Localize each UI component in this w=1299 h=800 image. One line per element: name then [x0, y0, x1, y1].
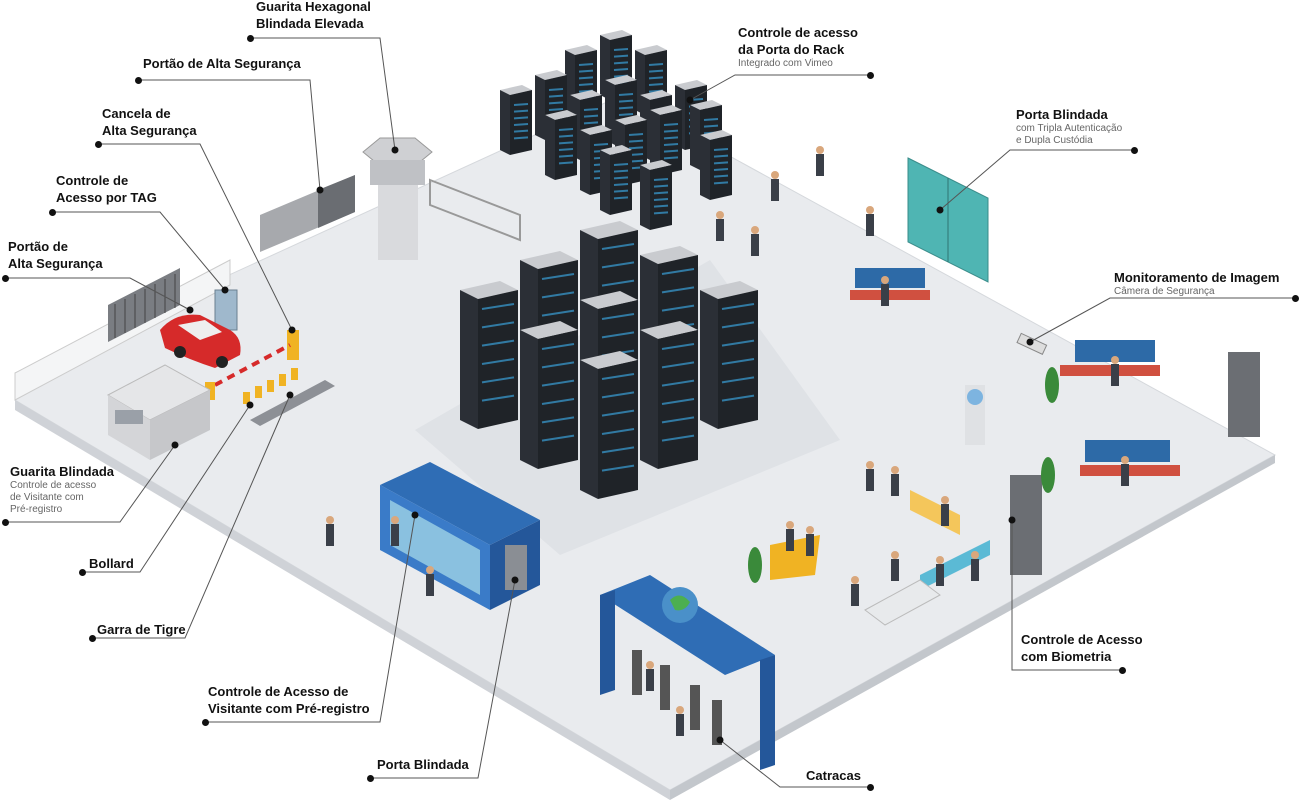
label-title: Cancela de Alta Segurança — [102, 105, 197, 139]
dot-catracas — [867, 784, 874, 791]
person — [936, 556, 944, 586]
person — [806, 526, 814, 556]
server-rack — [500, 85, 532, 155]
label-monitoramento: Monitoramento de Imagem Câmera de Segura… — [1114, 269, 1279, 298]
label-catracas: Catracas — [806, 767, 861, 784]
person — [786, 521, 794, 551]
person — [866, 461, 874, 491]
label-title: Garra de Tigre — [97, 621, 186, 638]
dot-portao-1 — [135, 77, 142, 84]
dot-guarita-blindada — [2, 519, 9, 526]
label-portao-alta-1: Portão de Alta Segurança — [143, 55, 301, 72]
dot-biometria — [1119, 667, 1126, 674]
person — [751, 226, 759, 256]
person — [881, 276, 889, 306]
label-bollard: Bollard — [89, 555, 134, 572]
person — [941, 496, 949, 526]
person — [891, 466, 899, 496]
person — [426, 566, 434, 596]
person — [891, 551, 899, 581]
server-rack — [640, 321, 698, 469]
dot-guarita-hex — [247, 35, 254, 42]
label-guarita-blindada: Guarita Blindada Controle de acesso de V… — [10, 463, 114, 516]
dot-cancela — [95, 141, 102, 148]
dot-garra — [89, 635, 96, 642]
dot-porta-top — [1131, 147, 1138, 154]
person — [866, 206, 874, 236]
label-subtitle: com Tripla Autenticação e Dupla Custódia — [1016, 123, 1122, 147]
label-title: Monitoramento de Imagem — [1114, 269, 1279, 286]
label-cancela: Cancela de Alta Segurança — [102, 105, 197, 139]
server-rack — [700, 281, 758, 429]
label-title: Controle de Acesso com Biometria — [1021, 631, 1143, 665]
label-controle-visitante: Controle de Acesso de Visitante com Pré-… — [208, 683, 370, 717]
label-title: Portão de Alta Segurança — [143, 55, 301, 72]
server-rack — [545, 110, 577, 180]
label-garra: Garra de Tigre — [97, 621, 186, 638]
dot-monitoramento — [1292, 295, 1299, 302]
label-portao-alta-2: Portão de Alta Segurança — [8, 238, 103, 272]
label-controle-rack: Controle de acesso da Porta do Rack Inte… — [738, 24, 858, 70]
person — [676, 706, 684, 736]
dot-bollard — [79, 569, 86, 576]
person — [851, 576, 859, 606]
label-controle-tag: Controle de Acesso por TAG — [56, 172, 157, 206]
person — [391, 516, 399, 546]
server-rack — [580, 351, 638, 499]
label-biometria: Controle de Acesso com Biometria — [1021, 631, 1143, 665]
dot-visitante — [202, 719, 209, 726]
label-title: Catracas — [806, 767, 861, 784]
dot-porta-bottom — [367, 775, 374, 782]
server-rack — [460, 281, 518, 429]
person — [771, 171, 779, 201]
person — [646, 661, 654, 691]
person — [816, 146, 824, 176]
tag-reader — [215, 290, 237, 330]
server-rack — [600, 145, 632, 215]
dot-portao-2 — [2, 275, 9, 282]
label-title: Controle de Acesso por TAG — [56, 172, 157, 206]
dot-tag — [49, 209, 56, 216]
label-title: Guarita Hexagonal Blindada Elevada — [256, 0, 371, 32]
right-security-door — [1228, 352, 1260, 437]
label-guarita-hexagonal: Guarita Hexagonal Blindada Elevada — [256, 0, 371, 32]
label-title: Controle de Acesso de Visitante com Pré-… — [208, 683, 370, 717]
server-rack — [640, 160, 672, 230]
label-porta-blindada-bottom: Porta Blindada — [377, 756, 469, 773]
dot-rack — [867, 72, 874, 79]
label-subtitle: Controle de acesso de Visitante com Pré-… — [10, 480, 114, 516]
label-title: Controle de acesso da Porta do Rack — [738, 24, 858, 58]
server-rack — [700, 130, 732, 200]
biometric-door — [1010, 475, 1042, 575]
label-porta-blindada-top: Porta Blindada com Tripla Autenticação e… — [1016, 106, 1122, 147]
label-title: Porta Blindada — [1016, 106, 1122, 123]
person — [716, 211, 724, 241]
person — [1111, 356, 1119, 386]
label-title: Bollard — [89, 555, 134, 572]
person — [971, 551, 979, 581]
label-title: Porta Blindada — [377, 756, 469, 773]
label-title: Guarita Blindada — [10, 463, 114, 480]
label-subtitle: Câmera de Segurança — [1114, 286, 1279, 298]
person — [326, 516, 334, 546]
person — [1121, 456, 1129, 486]
label-subtitle: Integrado com Vimeo — [738, 58, 858, 70]
server-rack — [520, 321, 578, 469]
label-title: Portão de Alta Segurança — [8, 238, 103, 272]
